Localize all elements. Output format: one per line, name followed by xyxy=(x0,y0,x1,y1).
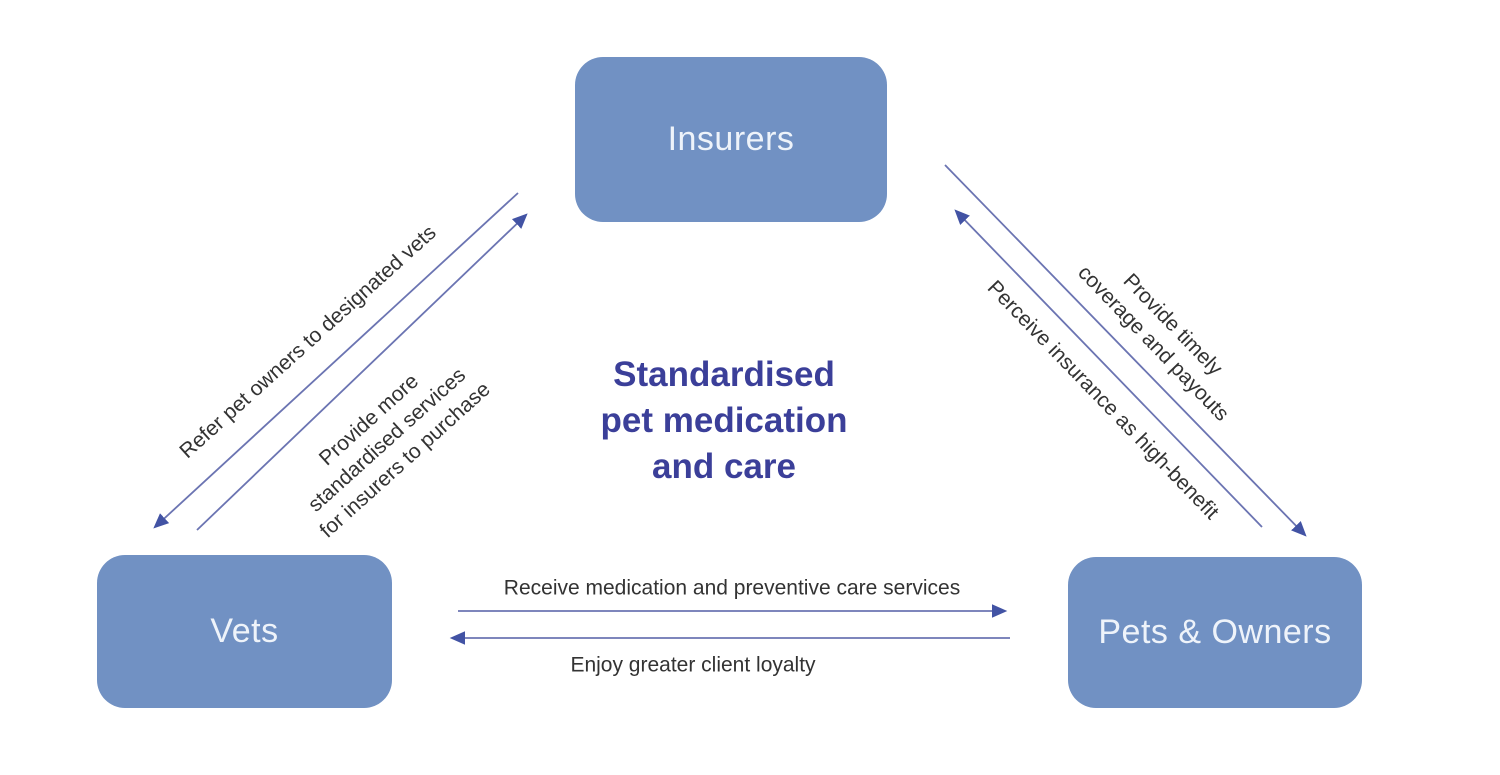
node-pets-owners-label: Pets & Owners xyxy=(1098,613,1332,651)
arrow-vets-to-insurers xyxy=(196,213,528,531)
label-enjoy-client-loyalty: Enjoy greater client loyalty xyxy=(570,653,816,677)
center-title-line-2: pet medication xyxy=(600,401,848,440)
arrow-insurers-to-vets xyxy=(153,192,519,529)
arrow-pets-owners-to-insurers xyxy=(954,209,1263,528)
node-pets-owners: Pets & Owners xyxy=(1068,557,1362,708)
center-title: Standardised pet medication and care xyxy=(601,352,848,490)
label-receive-medication: Receive medication and preventive care s… xyxy=(503,576,961,600)
node-vets: Vets xyxy=(97,555,392,708)
arrow-insurers-to-pets-owners xyxy=(944,164,1307,537)
node-vets-label: Vets xyxy=(210,612,279,650)
node-insurers-label: Insurers xyxy=(667,120,795,158)
center-title-line-1: Standardised xyxy=(613,355,835,394)
node-insurers: Insurers xyxy=(575,57,887,222)
center-title-line-3: and care xyxy=(652,447,796,486)
